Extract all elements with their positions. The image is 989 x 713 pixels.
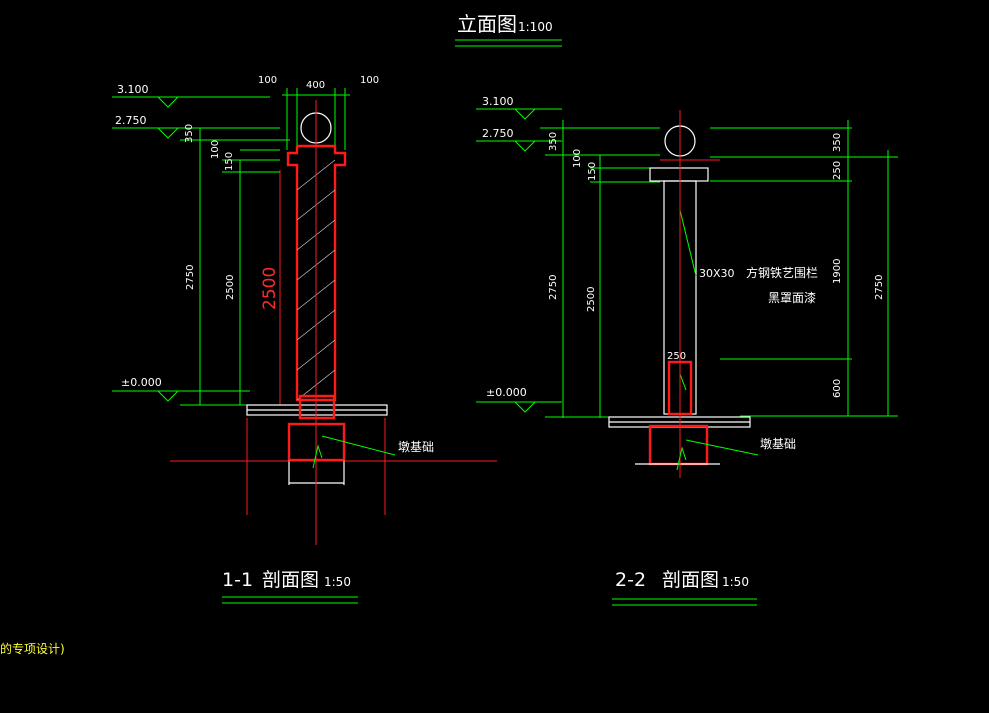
right-dim-r1900: 1900 (832, 259, 843, 284)
left-dim-2500: 2500 (225, 275, 236, 300)
right-dim-150: 150 (587, 162, 598, 181)
left-dim-100b: 100 (360, 75, 379, 86)
right-rail-finish: 黑罩面漆 (768, 291, 816, 305)
right-rail-desc: 方钢铁艺围栏 (746, 265, 818, 280)
right-rail-size: 30X30 (699, 267, 735, 280)
left-dim-150: 150 (224, 152, 235, 171)
top-title-text: 立面图 (457, 12, 517, 36)
right-level-mid: 2.750 (482, 127, 514, 140)
right-title-scale: 1:50 (722, 575, 749, 589)
right-foundation-label: 墩基础 (760, 437, 796, 451)
top-title: 立面图 1:100 (455, 12, 562, 47)
left-base: 墩基础 (170, 100, 497, 545)
right-dim-100: 100 (572, 149, 583, 168)
left-pillar: 2500 (260, 112, 347, 405)
section-1-1: 3.100 2.750 ±0.000 100 400 100 (112, 75, 497, 604)
right-section-title: 2-2 剖面图 1:50 (612, 569, 757, 606)
right-dim-2750: 2750 (548, 275, 559, 300)
right-level-markers: 3.100 2.750 ±0.000 (476, 95, 562, 413)
left-top-dims: 100 400 100 (258, 75, 379, 150)
right-level-top: 3.100 (482, 95, 514, 108)
right-level-zero: ±0.000 (486, 386, 527, 399)
right-right-dims: 350 250 1900 600 2750 (710, 120, 898, 417)
right-dim-r250: 250 (832, 161, 843, 180)
left-red-dim: 2500 (260, 267, 280, 310)
right-title-text: 剖面图 (662, 569, 719, 591)
left-side-dims: 350 100 150 2750 2500 (180, 124, 300, 406)
right-dim-r350: 350 (832, 133, 843, 152)
left-level-top: 3.100 (117, 83, 149, 96)
left-dim-400: 400 (306, 80, 325, 91)
right-dim-350: 350 (548, 132, 559, 151)
left-foundation-label: 墩基础 (398, 440, 434, 454)
right-dim-r600: 600 (832, 379, 843, 398)
section-2-2: 3.100 2.750 ±0.000 350 100 150 2750 2500 (476, 95, 898, 606)
right-title-number: 2-2 (615, 569, 646, 591)
left-section-title: 1-1 剖面图 1:50 (222, 569, 358, 604)
left-dim-350: 350 (184, 124, 195, 143)
right-base: 墩基础 (608, 110, 796, 478)
left-dim-100a: 100 (258, 75, 277, 86)
right-dim-2500: 2500 (586, 287, 597, 312)
right-inner-dim: 250 (667, 351, 686, 362)
right-dim-r2750: 2750 (874, 275, 885, 300)
left-dim-100: 100 (210, 140, 221, 159)
left-title-text: 剖面图 (262, 569, 319, 591)
footer-note: 的专项设计) (0, 641, 65, 656)
left-title-scale: 1:50 (324, 575, 351, 589)
right-pillar: 250 30X30 方钢铁艺围栏 黑罩面漆 (649, 125, 818, 416)
left-title-number: 1-1 (222, 569, 253, 591)
left-level-markers: 3.100 2.750 ±0.000 (112, 83, 270, 402)
left-dim-2750: 2750 (185, 265, 196, 290)
left-level-zero: ±0.000 (121, 376, 162, 389)
left-level-mid: 2.750 (115, 114, 147, 127)
top-title-scale: 1:100 (518, 20, 553, 34)
right-side-dims: 350 100 150 2750 2500 (540, 120, 660, 418)
